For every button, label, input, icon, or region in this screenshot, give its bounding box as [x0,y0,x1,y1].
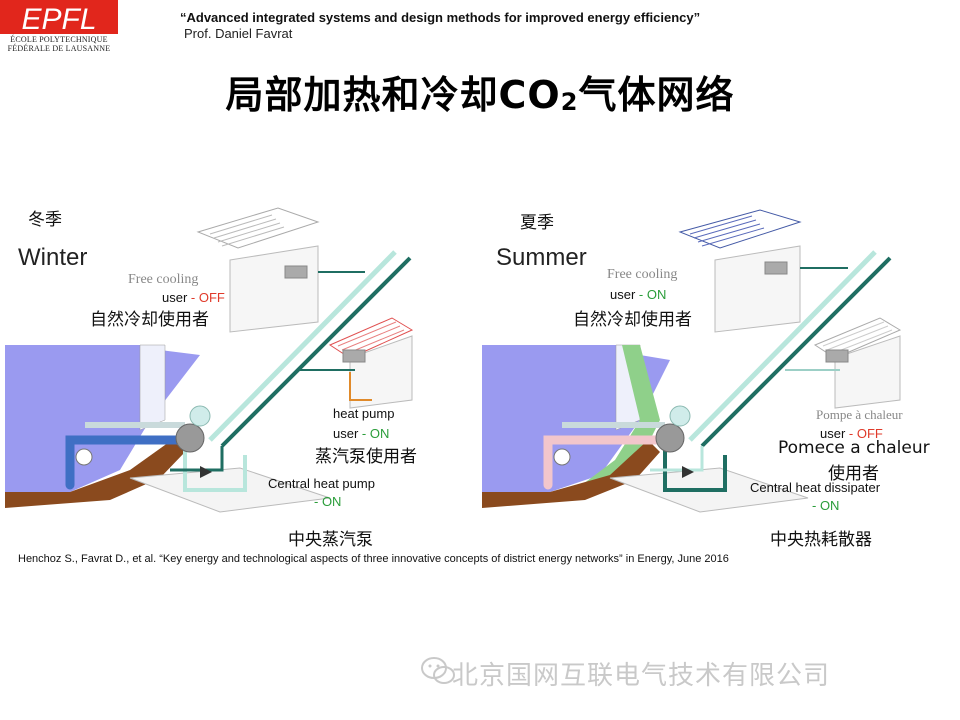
winter-heat-pump-building [328,317,414,409]
slide-title-part1: 局部加热和冷却CO [225,73,561,117]
winter-exchanger-upper-icon [189,405,211,427]
course-title: “Advanced integrated systems and design … [180,10,701,25]
summer-pompe-user-word: user [820,426,846,441]
summer-ground [482,440,660,508]
epfl-logo-caption: ÉCOLE POLYTECHNIQUE FÉDÉRALE DE LAUSANNE [0,35,118,53]
winter-free-cooling-cn: 自然冷却使用者 [90,310,209,330]
epfl-logo: EPFL ÉCOLE POLYTECHNIQUE FÉDÉRALE DE LAU… [0,0,118,58]
epfl-logo-lettering: EPFL [21,3,96,34]
reference-citation: Henchoz S., Favrat D., et al. “Key energ… [18,553,729,565]
summer-valve-icon [682,466,694,478]
winter-heat-pump-user: user - ON [333,426,389,441]
summer-free-cooling-state: - ON [638,287,667,302]
winter-shore [139,344,166,431]
summer-season-en: Summer [496,244,587,271]
epfl-logo-mark: EPFL [21,3,96,36]
summer-season-cn: 夏季 [520,213,554,233]
summer-free-cooling-user: user - ON [610,287,666,302]
summer-pompe-label: Pompe à chaleur [816,407,903,422]
summer-pompe-cn-line1: Pomece a chaleur [778,438,930,458]
winter-season-en: Winter [18,244,88,271]
winter-free-cooling-label: Free cooling [128,272,199,287]
winter-free-cooling-state: - OFF [190,290,225,305]
winter-season-cn: 冬季 [28,210,62,230]
summer-free-cooling-cn: 自然冷却使用者 [573,310,692,330]
winter-exchanger-icon [175,423,205,453]
summer-exchanger-icon [655,423,685,453]
epfl-logo-red-block: EPFL [0,0,118,36]
winter-free-cooling-user: user - OFF [162,290,225,305]
company-watermark: 北京国网互联电气技术有限公司 [452,661,831,691]
slide-title-part2: 气体网络 [578,73,735,117]
summer-central-cn: 中央热耗散器 [770,530,872,550]
summer-pompe-cn-line2: 使用者 [828,464,879,484]
winter-heat-pump-cn: 蒸汽泵使用者 [315,447,417,467]
winter-central-cn: 中央蒸汽泵 [288,530,373,550]
winter-central-state: - ON [314,494,342,509]
winter-free-cooling-user-word: user [162,290,188,305]
winter-lake-pipe [65,435,183,490]
summer-warm-pipe [700,256,892,448]
summer-diagram [482,209,902,513]
winter-pump-icon [75,448,93,466]
summer-cold-pipe [688,250,877,442]
summer-central-loop-light [650,446,704,472]
winter-central-label: Central heat pump [268,476,375,491]
summer-free-cooling-label: Free cooling [607,267,678,282]
winter-heat-pump-state: - ON [361,426,390,441]
summer-lake-pipe [543,435,665,490]
slide-title-subscript: 2 [560,88,579,116]
professor-name: Prof. Daniel Favrat [184,26,293,41]
winter-ground [5,440,185,508]
winter-central-loop-light [183,440,247,492]
summer-exchanger-upper-icon [669,405,691,427]
wechat-icon [421,657,455,684]
summer-pompe-user: user - OFF [820,426,883,441]
winter-heat-pump-user-word: user [333,426,359,441]
summer-central-state: - ON [812,498,840,513]
winter-free-cooling-building [196,207,320,333]
winter-heat-pump-label: heat pump [333,406,395,421]
winter-diagram [5,207,414,513]
summer-central-loop-dark [663,440,727,492]
summer-pompe-state: - OFF [848,426,883,441]
summer-pump-icon [553,448,571,466]
summer-pompe-building [813,317,902,409]
summer-free-cooling-user-word: user [610,287,636,302]
summer-free-cooling-building [678,209,802,333]
winter-cold-pipe [208,250,397,442]
winter-valve-icon [200,466,212,478]
winter-central-loop-dark [170,446,224,472]
epfl-logo-line1: ÉCOLE POLYTECHNIQUE [10,35,108,44]
epfl-logo-line2: FÉDÉRALE DE LAUSANNE [7,44,111,53]
summer-central-label: Central heat dissipater [750,480,881,495]
winter-warm-pipe [220,256,412,448]
slide-title: 局部加热和冷却CO2气体网络 [0,64,960,119]
